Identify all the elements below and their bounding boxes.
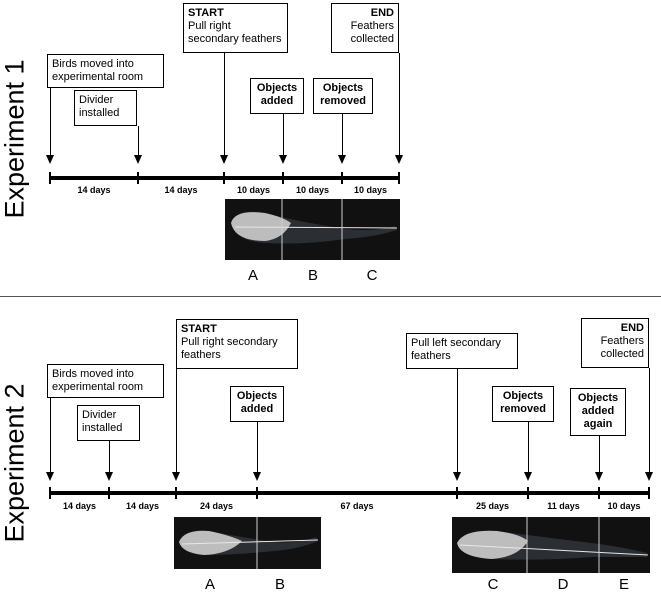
arrow-objects-added [257,422,258,472]
experiment-1-label: Experiment 1 [0,59,30,219]
arrow-divider [138,126,139,155]
tick [341,172,343,184]
arrowhead-objects-added [279,155,287,164]
divider-installed-box: Divider installed [74,90,137,126]
arrow-start [224,53,225,155]
tick [648,487,650,499]
duration-label: 25 days [475,501,510,511]
end-title: END [620,322,644,334]
arrow-objects-removed [528,422,529,472]
end-box: END Feathers collected [331,3,399,53]
arrow-objects-removed [342,114,343,155]
arrowhead-end [395,155,403,164]
birds-moved-box: Birds moved into experimental room [47,364,164,398]
duration-label: 10 days [607,501,641,511]
pull-left-box: Pull left secondary feathers [406,333,518,369]
arrowhead-birds [46,155,54,164]
arrow-start [176,369,177,472]
arrow-pull-left [457,369,458,472]
tick [223,172,225,184]
arrowhead-objects-added-again [595,472,603,481]
duration-label: 11 days [547,501,580,511]
objects-added-box: Objects added [230,386,284,422]
start-body: Pull right secondary feathers [188,20,282,45]
divider-installed-box: Divider installed [77,405,140,441]
segment-label: B [307,267,318,284]
timeline-exp1 [50,176,400,180]
arrowhead-pull-left [453,472,461,481]
tick [282,172,284,184]
tick [175,487,177,499]
arrow-objects-added-again [599,436,600,472]
objects-added-box: Objects added [250,78,304,114]
objects-removed-box: Objects removed [313,78,373,114]
duration-label: 10 days [353,185,388,195]
arrow-birds [50,398,51,472]
duration-label: 24 days [199,501,234,511]
start-box: START Pull right secondary feathers [176,319,298,369]
arrowhead-birds [46,472,54,481]
tick [49,487,51,499]
experiment-2-label: Experiment 2 [0,383,30,543]
end-body: Feathers collected [350,20,394,45]
end-box: END Feathers collected [581,318,649,368]
arrow-end [649,368,650,472]
segment-label: C [366,267,378,284]
tick [527,487,529,499]
segment-label: E [618,576,629,593]
duration-label: 14 days [62,501,97,511]
segment-label: C [487,576,499,593]
segment-label: A [204,576,215,593]
arrowhead-start [220,155,228,164]
start-body: Pull right secondary feathers [181,336,278,361]
tick [49,172,51,184]
birds-moved-box: Birds moved into experimental room [47,54,164,88]
objects-removed-box: Objects removed [492,386,554,422]
arrowhead-divider [134,155,142,164]
tick [108,487,110,499]
arrowhead-start [172,472,180,481]
tick [398,172,400,184]
duration-label: 67 days [340,501,374,511]
start-title: START [188,7,224,19]
segment-label: A [247,267,258,284]
arrowhead-objects-removed [524,472,532,481]
segment-label: D [557,576,569,593]
feather-image-exp2-right [174,517,321,569]
segment-label: B [274,576,285,593]
arrowhead-divider [105,472,113,481]
timeline-exp2 [50,491,650,495]
start-title: START [181,323,217,335]
arrow-divider [109,441,110,472]
arrowhead-objects-added [253,472,261,481]
tick [456,487,458,499]
feather-image-exp1 [225,199,400,260]
arrow-objects-added [283,114,284,155]
tick [256,487,258,499]
objects-added-again-box: Objects added again [570,388,626,436]
arrowhead-end [645,472,653,481]
arrow-birds [50,88,51,155]
tick [137,172,139,184]
end-title: END [370,7,394,19]
tick [598,487,600,499]
duration-label: 10 days [295,185,330,195]
feather-image-exp2-left [452,517,650,573]
duration-label: 14 days [125,501,160,511]
arrow-end [399,53,400,155]
end-body: Feathers collected [600,335,644,360]
experiment-separator [0,296,661,297]
arrowhead-objects-removed [338,155,346,164]
duration-label: 14 days [77,185,111,195]
duration-label: 10 days [236,185,271,195]
start-box: START Pull right secondary feathers [183,3,288,53]
duration-label: 14 days [164,185,198,195]
